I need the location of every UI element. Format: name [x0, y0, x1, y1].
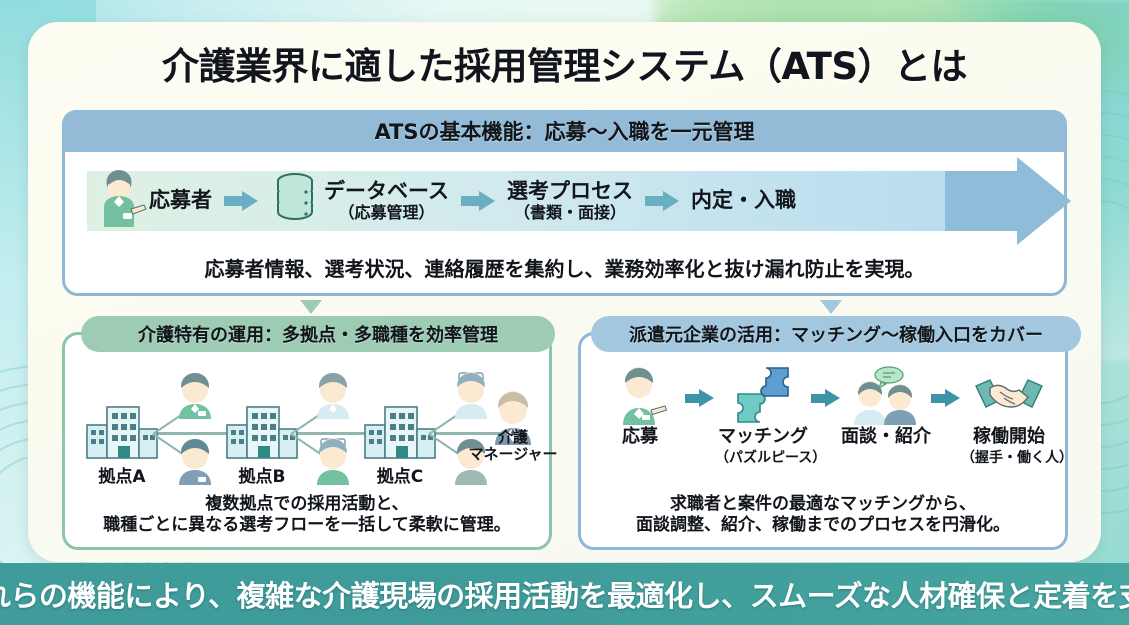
site-a-label: 拠点A	[98, 467, 146, 487]
flow-big-arrow-head	[1017, 157, 1071, 245]
flow-step-selection-sub: （書類・面接）	[513, 202, 626, 222]
arrow-icon-3	[644, 191, 679, 211]
two-people-chat-icon	[841, 365, 931, 427]
rflow-step-matching: マッチング （パズルピース）	[715, 365, 827, 467]
flow-step-selection-label: 選考プロセス	[506, 179, 633, 204]
care-manager-label: 介護 マネージャー	[468, 428, 558, 463]
flow-step-applicant-label: 応募者	[149, 188, 212, 213]
flow-step-database-label: データベース	[324, 179, 449, 204]
rflow-step-matching-label: マッチング	[718, 426, 808, 447]
nurse-person-icon	[317, 438, 349, 485]
panel-staffing-header: 派遣元企業の活用：マッチング〜稼働入口をカバー	[591, 316, 1081, 352]
panel-staffing-note: 求職者と案件の最適なマッチングから、 面談調整、紹介、稼働までのプロセスを円滑化…	[636, 493, 1010, 536]
bottom-banner: これらの機能により、複雑な介護現場の採用活動を最適化し、スムーズな人材確保と定着…	[0, 563, 1129, 625]
site-b-building-icon	[225, 401, 299, 463]
arrow-icon-r1	[685, 389, 715, 407]
staff-person-icon	[179, 373, 211, 419]
rflow-step-apply: 応募	[595, 365, 685, 447]
rflow-step-start-work: 稼働開始 （握手・働く人）	[961, 365, 1073, 467]
database-cylinder-icon	[277, 173, 313, 220]
network-trunk-line	[93, 432, 513, 435]
site-c-label: 拠点C	[376, 467, 424, 487]
flow-big-arrow-tail	[945, 171, 1020, 231]
flow-step-database: データベース （応募管理）	[270, 172, 449, 230]
flow-step-database-sub: （応募管理）	[338, 202, 435, 222]
flow-step-offer-join: 内定・入職	[691, 189, 796, 213]
staffing-flow-row: 応募 マッチング （パズルピース）	[595, 365, 1073, 483]
rflow-step-matching-sub: （パズルピース）	[715, 450, 827, 467]
connector-arrow-left	[300, 300, 322, 314]
panel-ats-note: 応募者情報、選考状況、連絡履歴を集約し、業務効率化と抜け漏れ防止を実現。	[204, 257, 925, 281]
arrow-icon-r2	[811, 389, 841, 407]
arrow-icon-1	[224, 191, 258, 211]
panel-care-note: 複数拠点での採用活動と、 職種ごとに異なる選考フローを一括して柔軟に管理。	[103, 493, 511, 536]
bottom-banner-text: これらの機能により、複雑な介護現場の採用活動を最適化し、スムーズな人材確保と定着…	[0, 579, 1129, 613]
rflow-step-start-work-label: 稼働開始	[973, 426, 1045, 447]
site-a-building-icon	[85, 401, 159, 463]
panel-staffing-agency: 派遣元企業の活用：マッチング〜稼働入口をカバー 応募	[578, 316, 1081, 550]
rflow-step-interview: 面談・紹介	[841, 365, 931, 447]
site-c-building-icon	[363, 401, 437, 463]
staff-person-icon	[455, 439, 487, 485]
puzzle-piece-icon	[715, 365, 811, 427]
rflow-step-interview-label: 面談・紹介	[841, 426, 931, 447]
connector-arrow-right	[820, 300, 842, 314]
arrow-icon-2	[460, 191, 495, 211]
ats-flow-row: 応募者 データベース （応募管理	[87, 159, 1017, 243]
arrow-icon-r3	[931, 389, 961, 407]
staff-person-icon	[317, 373, 349, 419]
panel-ats-basic-functions: ATSの基本機能：応募〜入職を一元管理 応募者	[62, 110, 1071, 296]
flow-step-offer-join-label: 内定・入職	[690, 188, 796, 213]
multi-site-network-diagram: 拠点A 拠点B	[75, 369, 557, 489]
applicant-person-icon	[595, 365, 685, 427]
nurse-person-icon	[455, 372, 487, 419]
panel-care-header: 介護特有の運用：多拠点・多職種を効率管理	[81, 316, 555, 352]
staff-person-icon	[179, 439, 211, 485]
panel-ats-header: ATSの基本機能：応募〜入職を一元管理	[62, 110, 1067, 152]
rflow-step-apply-label: 応募	[622, 426, 658, 447]
flow-step-applicant: 応募者	[95, 169, 212, 233]
panel-care-specific-operations: 介護特有の運用：多拠点・多職種を効率管理	[62, 316, 557, 550]
applicant-person-icon	[104, 170, 147, 227]
rflow-step-start-work-sub: （握手・働く人）	[961, 450, 1073, 467]
site-b-label: 拠点B	[238, 467, 286, 487]
flow-step-selection: 選考プロセス （書類・面接）	[507, 180, 633, 221]
handshake-icon	[961, 365, 1057, 427]
page-title: 介護業界に適した採用管理システム（ATS）とは	[161, 45, 968, 88]
care-manager-icon	[495, 391, 531, 445]
